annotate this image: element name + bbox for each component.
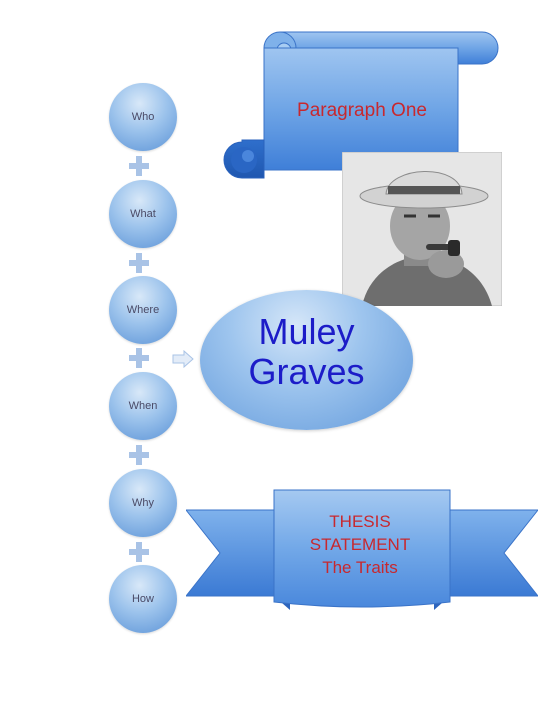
plus-connector-icon	[129, 253, 149, 273]
portrait-photo	[342, 152, 502, 306]
plus-connector-icon	[129, 156, 149, 176]
subject-oval	[200, 290, 413, 430]
node-where: Where	[109, 276, 177, 344]
node-label: Where	[126, 304, 160, 316]
node-when: When	[109, 372, 177, 440]
subject-last-name: Graves	[248, 351, 365, 392]
scroll-title: Paragraph One	[297, 100, 427, 121]
node-label: When	[128, 400, 158, 412]
node-label: Why	[132, 497, 154, 509]
thesis-banner	[186, 489, 538, 610]
node-who: Who	[109, 83, 177, 151]
node-how: How	[109, 565, 177, 633]
node-label: What	[130, 208, 156, 220]
scroll-shape	[223, 31, 499, 179]
thesis-line-1: THESIS	[329, 512, 391, 531]
thesis-statement: THESIS STATEMENT The Traits	[282, 510, 438, 579]
plus-connector-icon	[129, 445, 149, 465]
thesis-line-2: STATEMENT	[309, 535, 411, 554]
subject-first-name: Muley	[258, 311, 355, 352]
arrow-right-icon	[172, 350, 194, 368]
node-why: Why	[109, 469, 177, 537]
subject-name: Muley Graves	[200, 312, 413, 392]
node-label: How	[131, 593, 154, 605]
thesis-line-3: The Traits	[322, 558, 398, 577]
plus-connector-icon	[129, 542, 149, 562]
node-what: What	[109, 180, 177, 248]
node-label: Who	[131, 111, 155, 123]
plus-connector-icon	[129, 348, 149, 368]
